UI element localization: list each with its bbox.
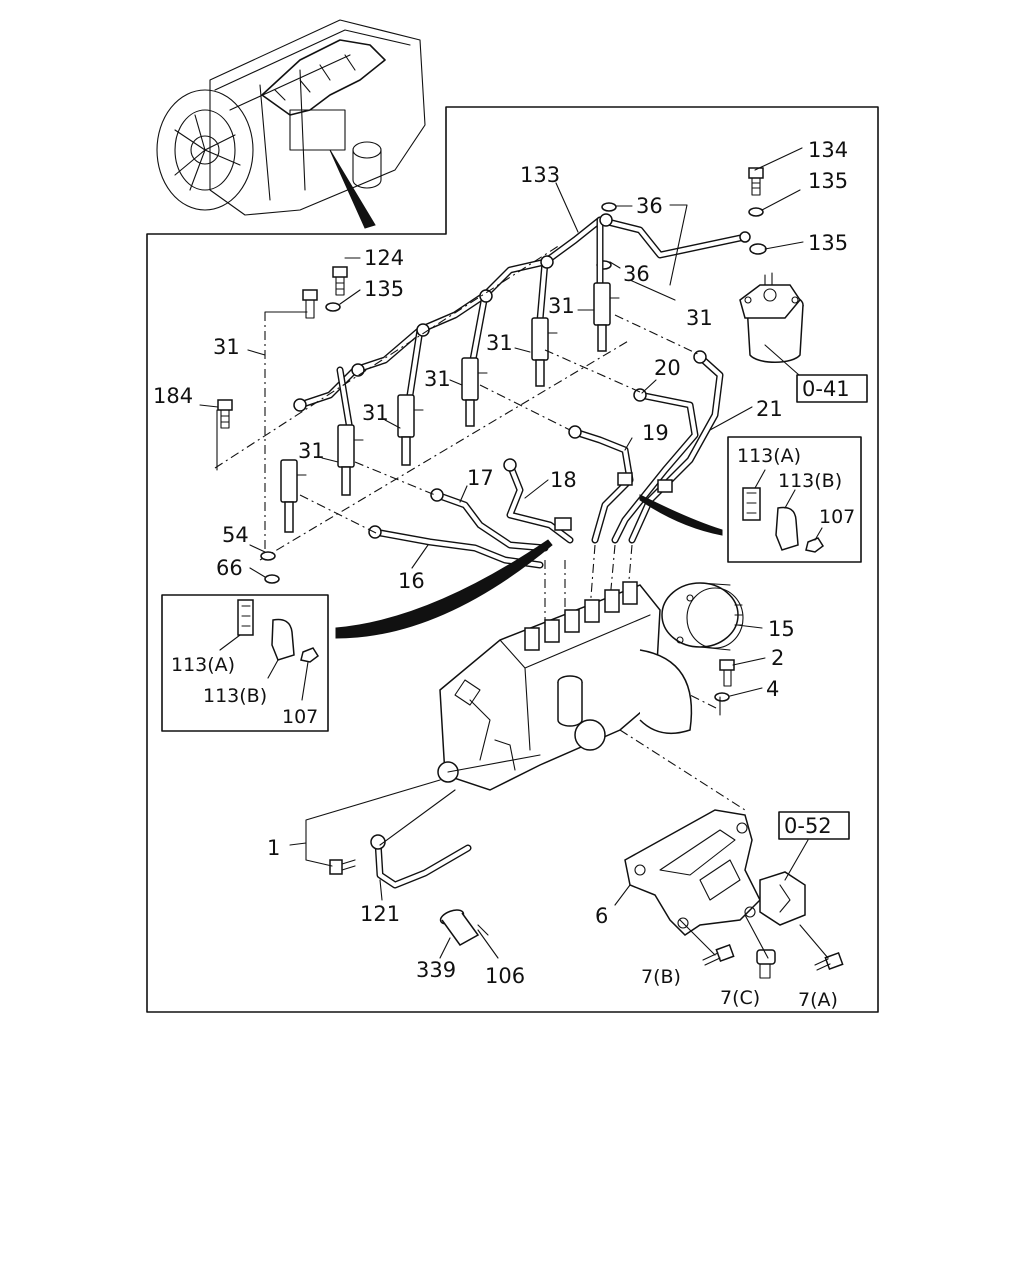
ref-0-52-label: 0-52 <box>784 814 832 838</box>
fuel-filter-icon <box>739 272 804 364</box>
callout-113b-left: 113(B) <box>203 685 267 707</box>
ref-052-leader <box>784 839 809 881</box>
sleeve-339-icon <box>439 909 489 946</box>
ref-box-0-52: 0-52 <box>778 811 850 840</box>
callout-184: 184 <box>153 384 193 408</box>
callout-121: 121 <box>360 902 400 926</box>
engine-overview-icon <box>156 19 426 229</box>
callout-16: 16 <box>398 569 425 593</box>
callout-7b: 7(B) <box>641 966 681 988</box>
callout-1: 1 <box>267 836 280 860</box>
callout-18: 18 <box>550 468 577 492</box>
callout-wedge-left <box>335 539 553 639</box>
callout-107-left: 107 <box>282 706 318 728</box>
callout-6: 6 <box>595 904 608 928</box>
callout-21: 21 <box>756 397 783 421</box>
governor-icon <box>661 582 744 651</box>
callout-19: 19 <box>642 421 669 445</box>
callout-54: 54 <box>222 523 249 547</box>
washer-66-icon <box>264 574 280 584</box>
return-pipe-network <box>293 213 751 434</box>
callout-134: 134 <box>808 138 848 162</box>
callout-133: 133 <box>520 163 560 187</box>
callout-36-a: 36 <box>636 194 663 218</box>
bolt-134-icon <box>748 167 764 196</box>
callout-31-4: 31 <box>424 367 451 391</box>
callout-20: 20 <box>654 356 681 380</box>
bolt-7b-icon <box>702 944 735 966</box>
callout-113a-left: 113(A) <box>171 654 235 676</box>
washer-135-small-icon <box>325 302 341 312</box>
callout-339: 339 <box>416 958 456 982</box>
bolt-184-icon <box>217 399 233 429</box>
callout-31-7: 31 <box>686 306 713 330</box>
clamp-detail-right <box>727 436 862 563</box>
injector-icon <box>337 424 364 496</box>
bolt-7a-icon <box>814 952 844 971</box>
clamp-detail-left <box>161 594 329 732</box>
seal-54-icon <box>260 551 276 561</box>
pipe-clamp-icon <box>554 517 572 531</box>
callout-135-a: 135 <box>808 169 848 193</box>
callout-wedge-right <box>639 494 723 536</box>
injection-pump-icon <box>437 581 693 791</box>
injector-icon <box>461 357 488 427</box>
callout-31-2: 31 <box>298 439 325 463</box>
callout-36-b: 36 <box>623 262 650 286</box>
washer-135-icon-2 <box>749 243 767 255</box>
bolt-7c-icon <box>756 949 776 979</box>
callout-31-5: 31 <box>486 331 513 355</box>
callout-135-b: 135 <box>808 231 848 255</box>
callout-31-3: 31 <box>362 401 389 425</box>
injector-icon <box>397 394 424 466</box>
main-frame <box>146 106 879 1013</box>
feed-pipe-icon <box>329 789 472 889</box>
callout-113a-right: 113(A) <box>737 445 801 467</box>
callout-17: 17 <box>467 466 494 490</box>
callout-135-c: 135 <box>364 277 404 301</box>
callout-4: 4 <box>766 677 779 701</box>
callout-7a: 7(A) <box>798 989 838 1011</box>
washer-4-icon <box>714 692 730 702</box>
callout-113b-right: 113(B) <box>778 470 842 492</box>
callout-2: 2 <box>771 646 784 670</box>
washer-135-icon <box>748 207 764 217</box>
bolt-2-icon <box>719 659 735 687</box>
bracket-icon <box>624 809 806 936</box>
injector-icon <box>280 459 307 533</box>
injector-row <box>280 282 620 533</box>
callout-31-1: 31 <box>213 335 240 359</box>
injector-icon <box>531 317 558 387</box>
callout-107-right: 107 <box>819 506 855 528</box>
ref-box-0-41: 0-41 <box>796 374 868 403</box>
ref-0-41-label: 0-41 <box>802 377 850 401</box>
callout-labels: 134 135 135 135 133 36 36 124 184 31 31 … <box>153 138 855 1011</box>
washer-36-icon <box>601 202 617 212</box>
callout-66: 66 <box>216 556 243 580</box>
callout-106: 106 <box>485 964 525 988</box>
leader-lines <box>199 147 804 959</box>
bolt-left-icon <box>302 289 318 319</box>
injector-icon <box>593 282 620 352</box>
bolt-leaders <box>679 914 829 959</box>
callout-31-6: 31 <box>548 294 575 318</box>
callout-124: 124 <box>364 246 404 270</box>
callout-15: 15 <box>768 617 795 641</box>
callout-7c: 7(C) <box>720 987 760 1009</box>
bolt-124-icon <box>332 266 348 296</box>
